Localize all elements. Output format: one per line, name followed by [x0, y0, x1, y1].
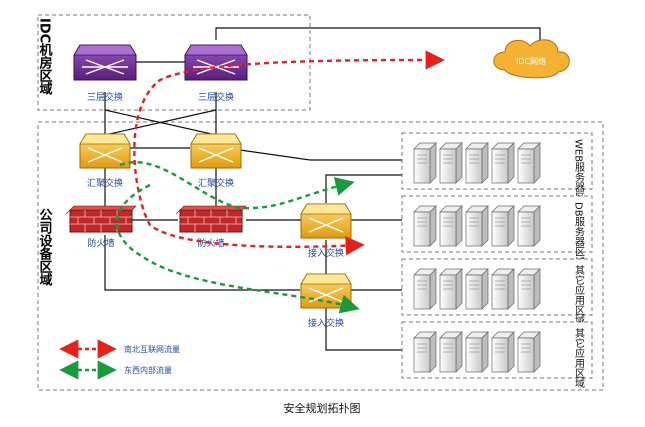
server-group: 其它应用区域 [401, 258, 593, 325]
server-icon [517, 205, 541, 247]
idc-zone-label: IDC机房区域 [37, 18, 53, 97]
core-switch-right-label: 三层交换 [198, 91, 234, 103]
server-group: DB服务器区域 [401, 195, 593, 267]
server-icon [439, 331, 463, 373]
server-icon [517, 142, 541, 184]
server-group-label: WEB服务器区域 [573, 139, 585, 212]
legend-east-west-label: 东西内部流量 [124, 365, 172, 375]
server-icon [465, 142, 489, 184]
company-zone-label: 公司设备区域 [37, 208, 54, 287]
east-west-flow-top [119, 161, 355, 210]
server-icon [491, 142, 515, 184]
traffic-flows [115, 50, 445, 314]
server-icon [491, 331, 515, 373]
core-switch-left-label: 三层交换 [87, 91, 123, 103]
agg-switch-right [190, 133, 242, 169]
server-icon [465, 331, 489, 373]
idc-network-label: IDC网络 [516, 56, 546, 66]
north-south-flow [133, 50, 445, 256]
server-icon [439, 142, 463, 184]
legend: 南北互联网流量 东西内部流量 [59, 339, 180, 380]
firewall-right [175, 205, 247, 233]
access-switch-top [300, 203, 352, 239]
access-switch-bottom-label: 接入交换 [308, 317, 344, 329]
agg-switch-left-label: 汇聚交换 [87, 177, 123, 189]
firewall-left [65, 205, 137, 233]
server-icon [517, 331, 541, 373]
access-switch-top-label: 接入交换 [308, 247, 344, 259]
server-group-label: 其它应用区域 [573, 265, 585, 325]
core-switch-right [184, 44, 248, 81]
diagram-caption: 安全规划拓扑图 [284, 401, 361, 415]
server-icon [439, 268, 463, 310]
firewall-left-label: 防火墙 [87, 237, 114, 249]
idc-zone-border [37, 14, 311, 111]
server-icon [465, 205, 489, 247]
server-icon [491, 268, 515, 310]
server-icon [413, 142, 437, 184]
server-group-label: 其它应用区域 [573, 328, 585, 388]
agg-switch-left [79, 133, 131, 169]
idc-network-cloud [493, 39, 570, 79]
server-icon [413, 268, 437, 310]
core-switch-left [73, 44, 137, 81]
agg-switch-right-label: 汇聚交换 [198, 177, 234, 189]
east-west-flow-bottom [115, 183, 360, 314]
firewall-right-label: 防火墙 [197, 237, 224, 249]
server-icon [413, 331, 437, 373]
server-icon [465, 268, 489, 310]
server-icon [439, 205, 463, 247]
legend-north-south-label: 南北互联网流量 [124, 344, 180, 354]
server-icon [413, 205, 437, 247]
access-switch-bottom [300, 273, 352, 309]
server-icon [491, 205, 515, 247]
company-zone-border [37, 121, 604, 391]
server-group: 其它应用区域 [401, 321, 593, 388]
server-group-label: DB服务器区域 [573, 202, 585, 267]
server-icon [517, 268, 541, 310]
